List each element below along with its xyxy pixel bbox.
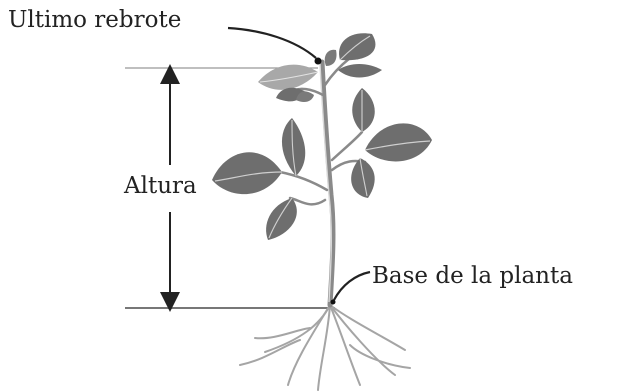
leaf-left-large (212, 152, 282, 194)
base-pointer (334, 272, 370, 300)
leaf-right-upper (352, 88, 375, 132)
leaf-top-right (325, 33, 382, 77)
leaf-right-lower (351, 158, 375, 198)
plant-base-label: Base de la planta (372, 263, 573, 289)
top-growth-dot (315, 58, 322, 65)
top-growth-label: Ultimo rebrote (8, 7, 181, 33)
leaf-right-large (365, 123, 432, 161)
top-growth-pointer (228, 28, 316, 58)
roots (240, 305, 410, 390)
height-label: Altura (123, 173, 198, 199)
base-dot (331, 300, 336, 305)
leaf-left-lower (266, 198, 297, 240)
leaf-left-upper (282, 118, 305, 176)
